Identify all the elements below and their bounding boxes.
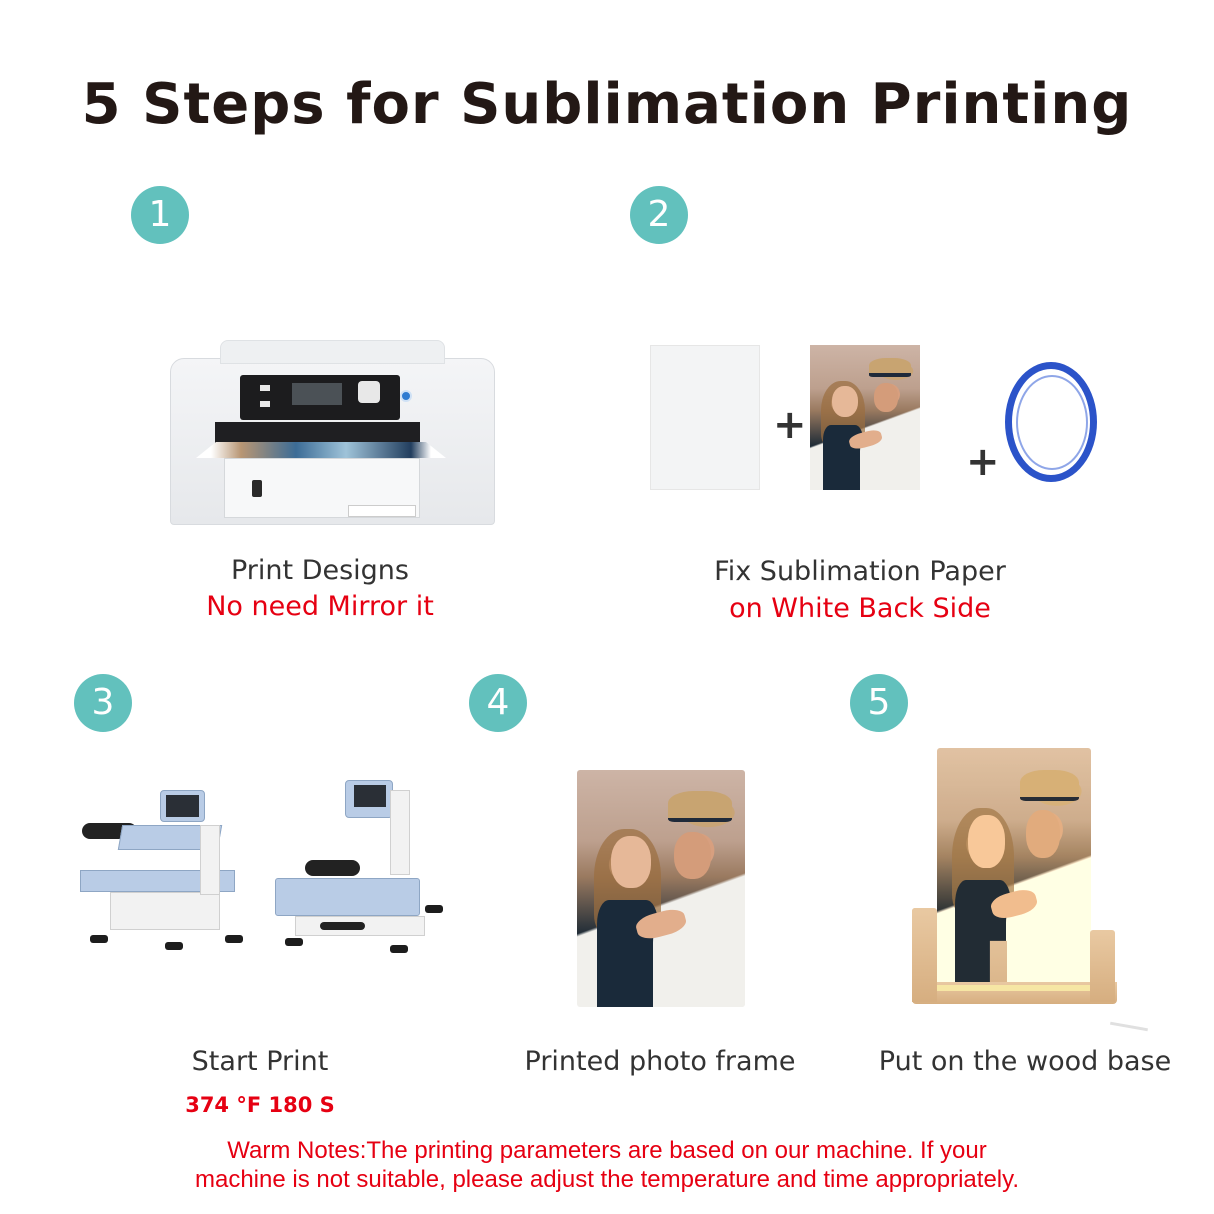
step-1-note: No need Mirror it xyxy=(206,591,434,622)
step-5-label: Put on the wood base xyxy=(878,1046,1172,1077)
wood-base-left xyxy=(912,908,937,1002)
usb-cable xyxy=(1110,1021,1148,1032)
step-2-label: Fix Sublimation Paper xyxy=(714,556,1006,587)
printed-photo-image xyxy=(810,345,920,490)
step-4-label: Printed photo frame xyxy=(524,1046,796,1077)
step-2-badge: 2 xyxy=(630,186,688,244)
heat-press-1-image xyxy=(80,785,250,950)
heat-tape-icon xyxy=(1005,362,1097,482)
step-5-badge: 5 xyxy=(850,674,908,732)
page-title: 5 Steps for Sublimation Printing xyxy=(81,72,1133,137)
step-2-note: on White Back Side xyxy=(729,593,991,624)
plus-icon: + xyxy=(773,402,807,448)
wood-base-right xyxy=(1090,930,1115,1002)
printed-photo-frame-image xyxy=(577,770,745,1007)
step-1-label: Print Designs xyxy=(231,555,409,586)
led-strip xyxy=(937,985,1090,991)
warm-notes-line-1: Warm Notes:The printing parameters are b… xyxy=(227,1137,987,1164)
blank-sublimation-panel-image xyxy=(650,345,760,490)
step-3-label: Start Print xyxy=(191,1046,329,1077)
power-button-icon xyxy=(400,390,412,402)
step-3-badge: 3 xyxy=(74,674,132,732)
warm-notes-line-2: machine is not suitable, please adjust t… xyxy=(194,1166,1020,1193)
printer-image xyxy=(170,340,495,525)
step-4-badge: 4 xyxy=(469,674,527,732)
heat-press-2-image xyxy=(275,780,455,953)
step-1-badge: 1 xyxy=(131,186,189,244)
plus-icon: + xyxy=(966,439,1000,485)
step-3-parameters: 374 °F 180 S xyxy=(185,1093,335,1117)
heat-tape-inner xyxy=(1016,375,1088,470)
